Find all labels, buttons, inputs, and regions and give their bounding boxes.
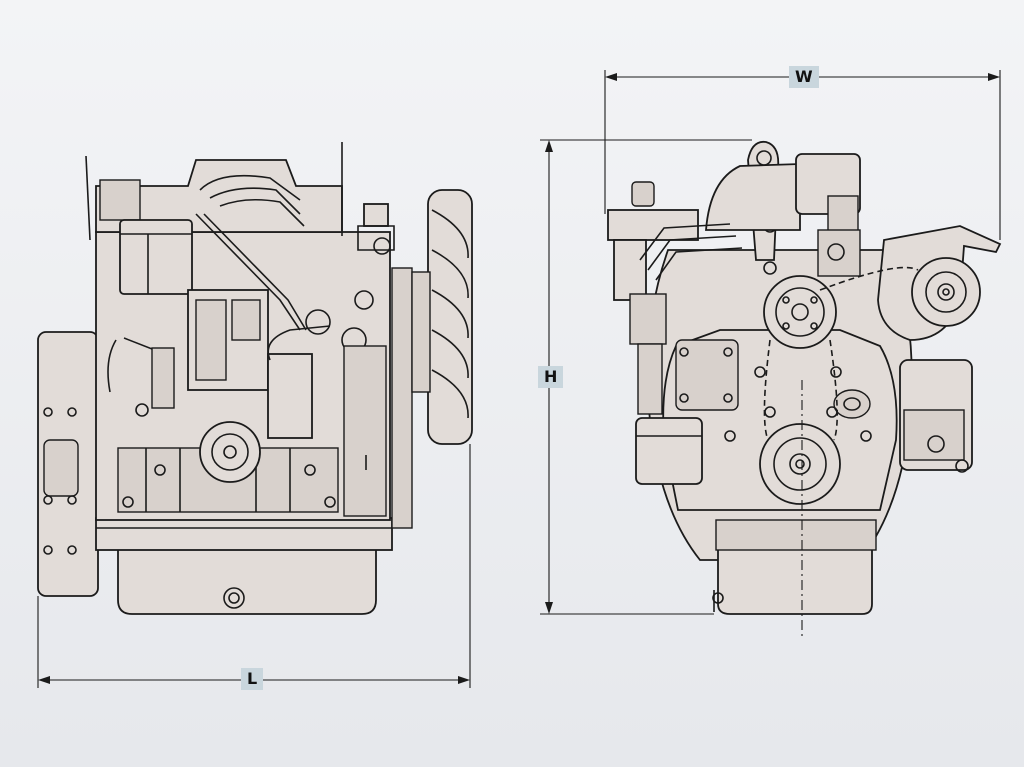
engine-front-view: [607, 140, 1002, 636]
engine-side-view: [37, 142, 473, 615]
cooling-fan: [411, 189, 473, 445]
width-label: W: [789, 66, 819, 88]
length-label: L: [241, 668, 264, 690]
height-label: H: [538, 366, 564, 388]
alternator: [877, 225, 1002, 341]
